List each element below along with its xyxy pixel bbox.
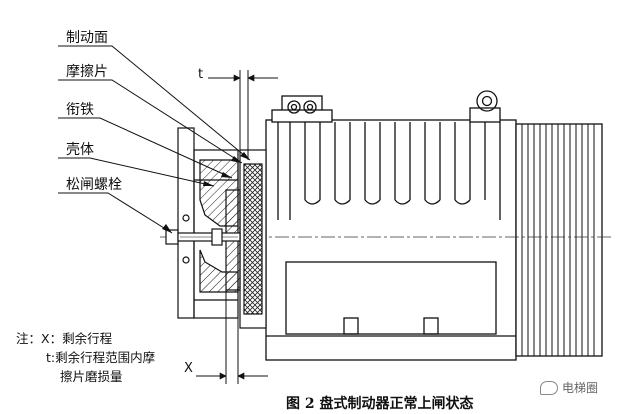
label-brake-face: 制动面 (66, 30, 108, 46)
cooling-fins (277, 122, 501, 220)
dimension-x-label: X (184, 361, 193, 376)
dimension-t-label: t (198, 67, 204, 82)
note-line-2: t:剩余行程范围内摩 (46, 350, 156, 365)
dimension-t (208, 70, 278, 160)
brake-section (165, 127, 267, 329)
label-friction-plate: 摩擦片 (66, 64, 108, 80)
watermark: 电梯圈 (540, 379, 598, 396)
leader-arrows (162, 152, 250, 233)
chat-bubble-icon (540, 380, 558, 395)
note-line-3: 擦片磨损量 (60, 369, 123, 384)
figure-caption: 图 2 盘式制动器正常上闸状态 (286, 396, 474, 412)
dimension-x (196, 290, 268, 384)
leader-lines (58, 45, 251, 234)
note-line-1: 注：X：剩余行程 (16, 331, 113, 346)
label-release-bolt: 松闸螺栓 (66, 177, 122, 193)
label-housing: 壳体 (66, 142, 94, 158)
motor-body (265, 90, 603, 361)
label-armature: 衔铁 (66, 102, 94, 118)
watermark-text: 电梯圈 (562, 381, 599, 395)
